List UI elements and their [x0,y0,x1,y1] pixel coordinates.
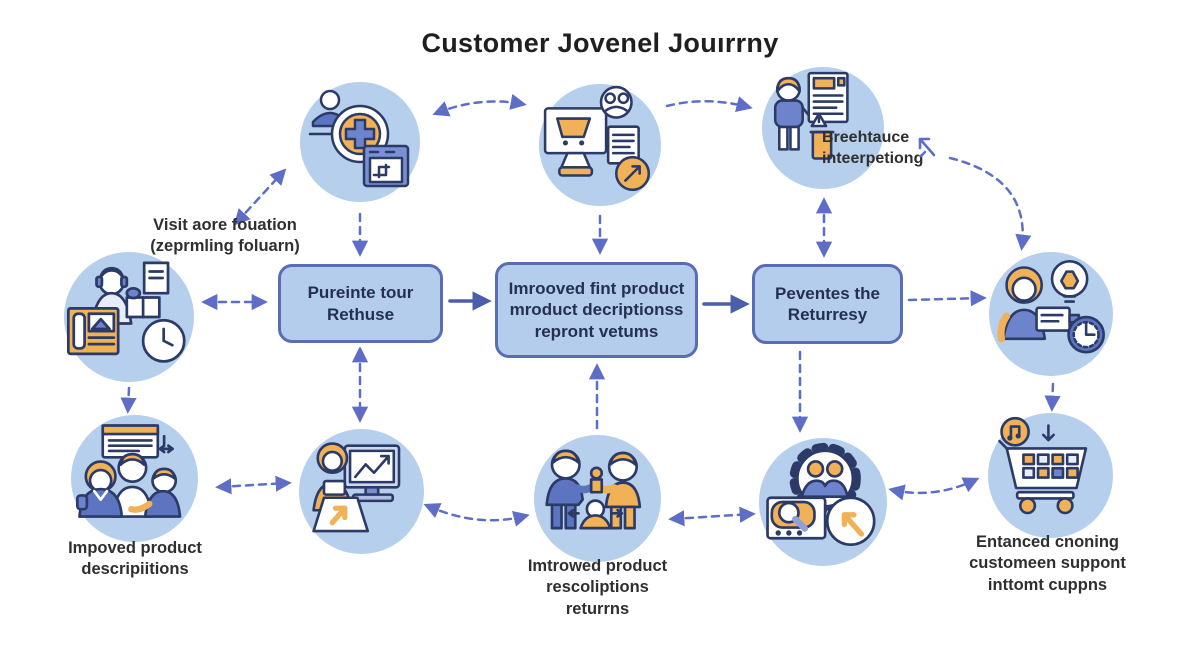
arrow-top2-top3 [665,96,753,112]
shopping-cart-icon [998,416,1088,515]
process-gear-search-icon [766,442,876,546]
arrow-top1-top2 [432,93,527,117]
analyst-growth-chart-icon [312,442,401,533]
node-top-3 [762,67,884,189]
person-add-account-icon [308,89,410,188]
arrow-bottom3-bottom4 [668,506,756,527]
arrow-left-node-bottom1 [120,386,137,414]
flow-box-1-label: Pureinte tour Rethuse [307,283,414,324]
note-bottom3-label: Imtrowed product rescoliptions returrns [527,557,668,618]
node-middle-left [64,252,194,382]
arrow-top3-right-node [948,156,1032,251]
flow-box-1: Pureinte tour Rethuse [278,264,443,343]
node-bottom-3 [534,435,661,562]
support-agent-idea-icon [997,260,1105,354]
arrow-bottom2-bottom3 [423,503,530,527]
customer-exchange-icon [545,449,642,530]
flow-box-2-label: Imrooved fint product mroduct decription… [508,279,685,341]
customer-review-document-icon [773,71,849,160]
arrow-box3-right-node [907,290,987,307]
note-top3-label: Breehtauce inteerpetiong [822,129,924,167]
flow-box-2: Imrooved fint product mroduct decription… [495,262,698,358]
node-bottom-1 [71,415,198,542]
flow-box-3: Peventes the Returresy [752,264,903,344]
node-top-1 [300,82,420,202]
note-bottom5-label: Entanced cnoning customeen suppont intto… [969,533,1126,594]
node-bottom-5 [988,413,1113,538]
arrow-bottom1-bottom2 [215,475,292,495]
team-discussion-icon [76,424,182,518]
pointer-cursor-icon [918,137,936,158]
arrow-bottom4-bottom5 [888,477,980,501]
node-middle-right [989,252,1113,376]
diagram-title: Customer Jovenel Jouırrny [421,28,779,58]
online-store-order-icon [543,85,651,192]
note-bottom1-label: Impoved product descripiitions [68,539,202,579]
arrow-right-node-bottom5 [1044,382,1061,412]
node-top-2 [539,84,661,206]
note-visit-label: Visit aore fouation (zeprmling foluarn) [150,216,300,256]
node-bottom-4 [759,438,887,566]
node-bottom-2 [299,429,424,554]
support-agent-package-icon [66,261,186,363]
flow-box-3-label: Peventes the Returresy [775,283,880,324]
